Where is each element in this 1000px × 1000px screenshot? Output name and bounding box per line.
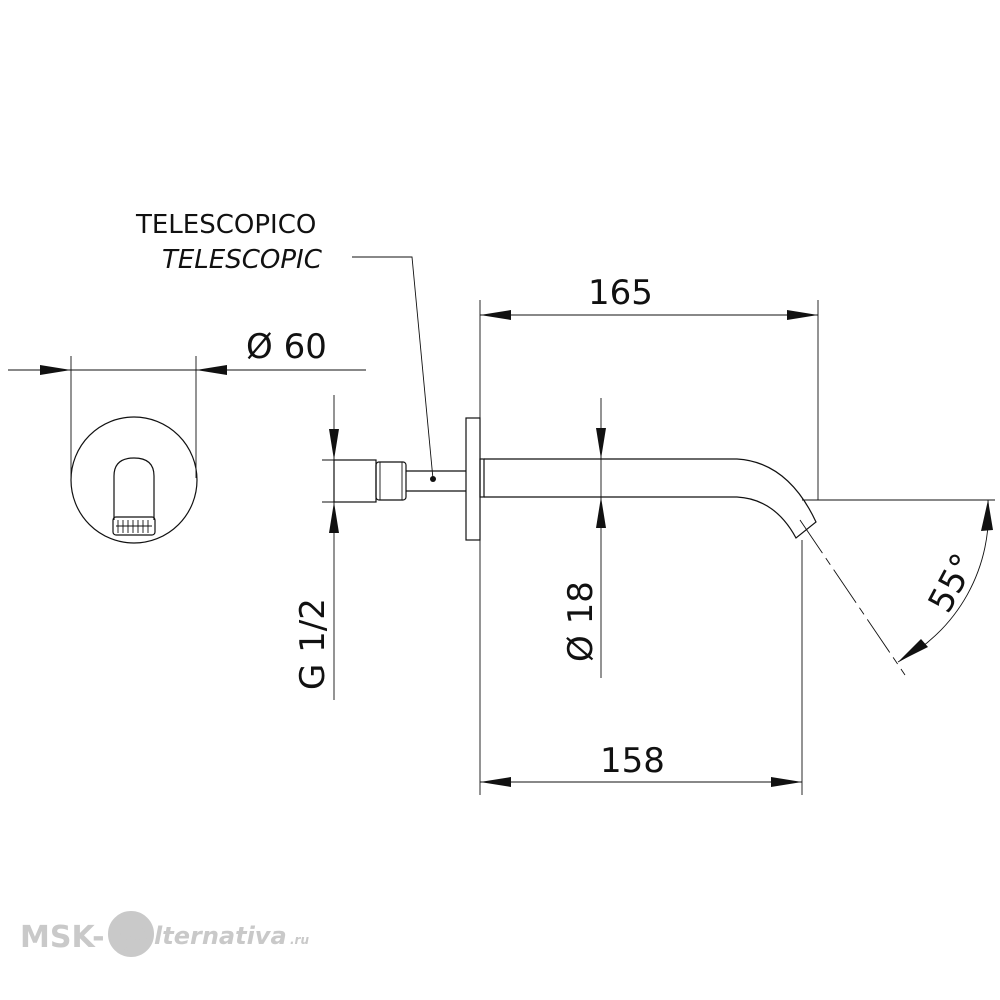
label-telescopico: TELESCOPICO — [135, 210, 316, 240]
side-view — [333, 417, 817, 541]
flange-circle — [70, 416, 198, 544]
watermark-logo: MSK- @ lternativa .ru — [20, 911, 309, 957]
spout-diameter-label: Ø 18 — [561, 581, 601, 662]
thread-connector — [333, 459, 377, 503]
dimension-flange-diameter: Ø 60 — [8, 327, 366, 478]
svg-text:lternativa: lternativa — [154, 922, 287, 950]
dimension-overall-length: 165 — [479, 273, 819, 500]
svg-text:.ru: .ru — [290, 933, 309, 947]
dimension-spout-length: 158 — [479, 540, 803, 795]
telescopic-callout: TELESCOPICO TELESCOPIC — [135, 210, 434, 480]
overall-length-label: 165 — [588, 273, 653, 313]
front-view — [70, 416, 198, 544]
dimension-thread: G 1/2 — [293, 395, 372, 700]
flange-diameter-label: Ø 60 — [246, 327, 327, 367]
spout-outline — [484, 458, 817, 539]
thread-label: G 1/2 — [293, 598, 333, 690]
aerator-icon — [112, 516, 156, 536]
label-telescopic: TELESCOPIC — [162, 245, 323, 275]
svg-text:MSK-: MSK- — [20, 920, 105, 955]
dimension-spout-diameter: Ø 18 — [561, 398, 606, 678]
dimension-outlet-angle: 55° — [799, 499, 995, 676]
wall-plate — [465, 417, 481, 541]
spout-front-outline — [113, 457, 155, 520]
spout-length-label: 158 — [600, 741, 665, 781]
svg-text:@: @ — [118, 916, 150, 954]
outlet-angle-label: 55° — [921, 547, 985, 619]
